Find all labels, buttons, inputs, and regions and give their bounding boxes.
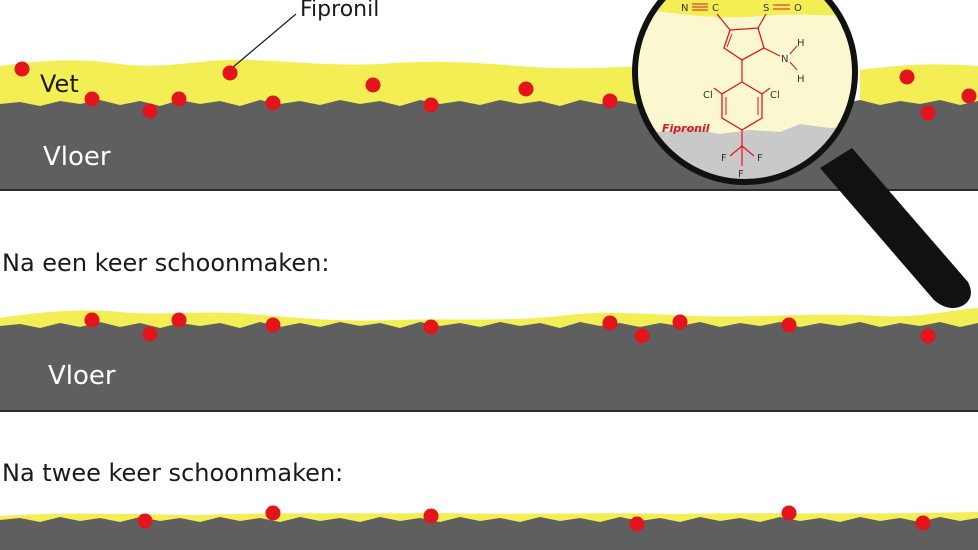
svg-text:Cl: Cl [770, 90, 780, 101]
fipronil-dot [899, 69, 915, 85]
callout-leader-line [231, 13, 297, 69]
magnifier-lens-rim [632, 0, 858, 185]
svg-text:F: F [757, 153, 763, 164]
magnifier-handle [820, 148, 971, 308]
svg-text:F: F [721, 153, 727, 164]
fipronil-dot [265, 95, 281, 111]
svg-text:O: O [794, 3, 802, 14]
fipronil-structure-icon: N C S O N H H [662, 3, 805, 180]
fipronil-dot [265, 317, 281, 333]
dots-panel-1 [14, 61, 977, 121]
floor-label: Vloer [48, 361, 116, 391]
fipronil-dot [84, 91, 100, 107]
fipronil-dot [602, 93, 618, 109]
fipronil-dot [365, 77, 381, 93]
fipronil-dot [629, 516, 645, 532]
svg-text:Cl: Cl [703, 90, 713, 101]
floor-slab [0, 322, 978, 411]
fipronil-dot [142, 326, 158, 342]
fipronil-dot [171, 312, 187, 328]
fipronil-dot [171, 91, 187, 107]
grease-label: Vet [40, 70, 79, 98]
svg-text:H: H [797, 74, 805, 85]
fipronil-dot [423, 319, 439, 335]
fipronil-dot [518, 81, 534, 97]
fipronil-dot [961, 88, 977, 104]
fipronil-dot [423, 508, 439, 524]
fipronil-dot [781, 505, 797, 521]
fipronil-dot [672, 314, 688, 330]
fipronil-dot [915, 515, 931, 531]
fipronil-dot [602, 315, 618, 331]
svg-text:N: N [681, 3, 688, 14]
panel-after-two-cleanings: Na twee keer schoonmaken: [0, 459, 978, 550]
grease-layer-right [860, 64, 978, 112]
grease-layer [0, 59, 640, 112]
fipronil-dot [137, 513, 153, 529]
dots-panel-3 [137, 505, 931, 532]
panel-after-one-cleaning: Na een keer schoonmaken: Vloer [0, 249, 978, 412]
svg-text:F: F [738, 169, 744, 180]
fipronil-dot [84, 312, 100, 328]
fipronil-dot [265, 505, 281, 521]
fipronil-dot [634, 328, 650, 344]
fipronil-dot [423, 97, 439, 113]
svg-text:H: H [797, 38, 805, 49]
dots-panel-2 [84, 312, 936, 344]
fipronil-dot [142, 103, 158, 119]
fipronil-dot [920, 105, 936, 121]
floor-slab [0, 517, 978, 550]
fipronil-dot [920, 328, 936, 344]
magnifying-glass: N C S O N H H [632, 0, 971, 308]
svg-text:C: C [712, 3, 719, 14]
callout-label: Fipronil [300, 0, 379, 22]
fipronil-dot [14, 61, 30, 77]
molecule-label: Fipronil [662, 122, 710, 135]
floor-label: Vloer [43, 142, 111, 172]
panel-heading: Na twee keer schoonmaken: [2, 459, 343, 487]
fipronil-dot [222, 65, 238, 81]
panel-heading: Na een keer schoonmaken: [2, 249, 329, 277]
svg-text:N: N [781, 54, 788, 65]
svg-text:S: S [763, 3, 769, 14]
fipronil-dot [781, 317, 797, 333]
